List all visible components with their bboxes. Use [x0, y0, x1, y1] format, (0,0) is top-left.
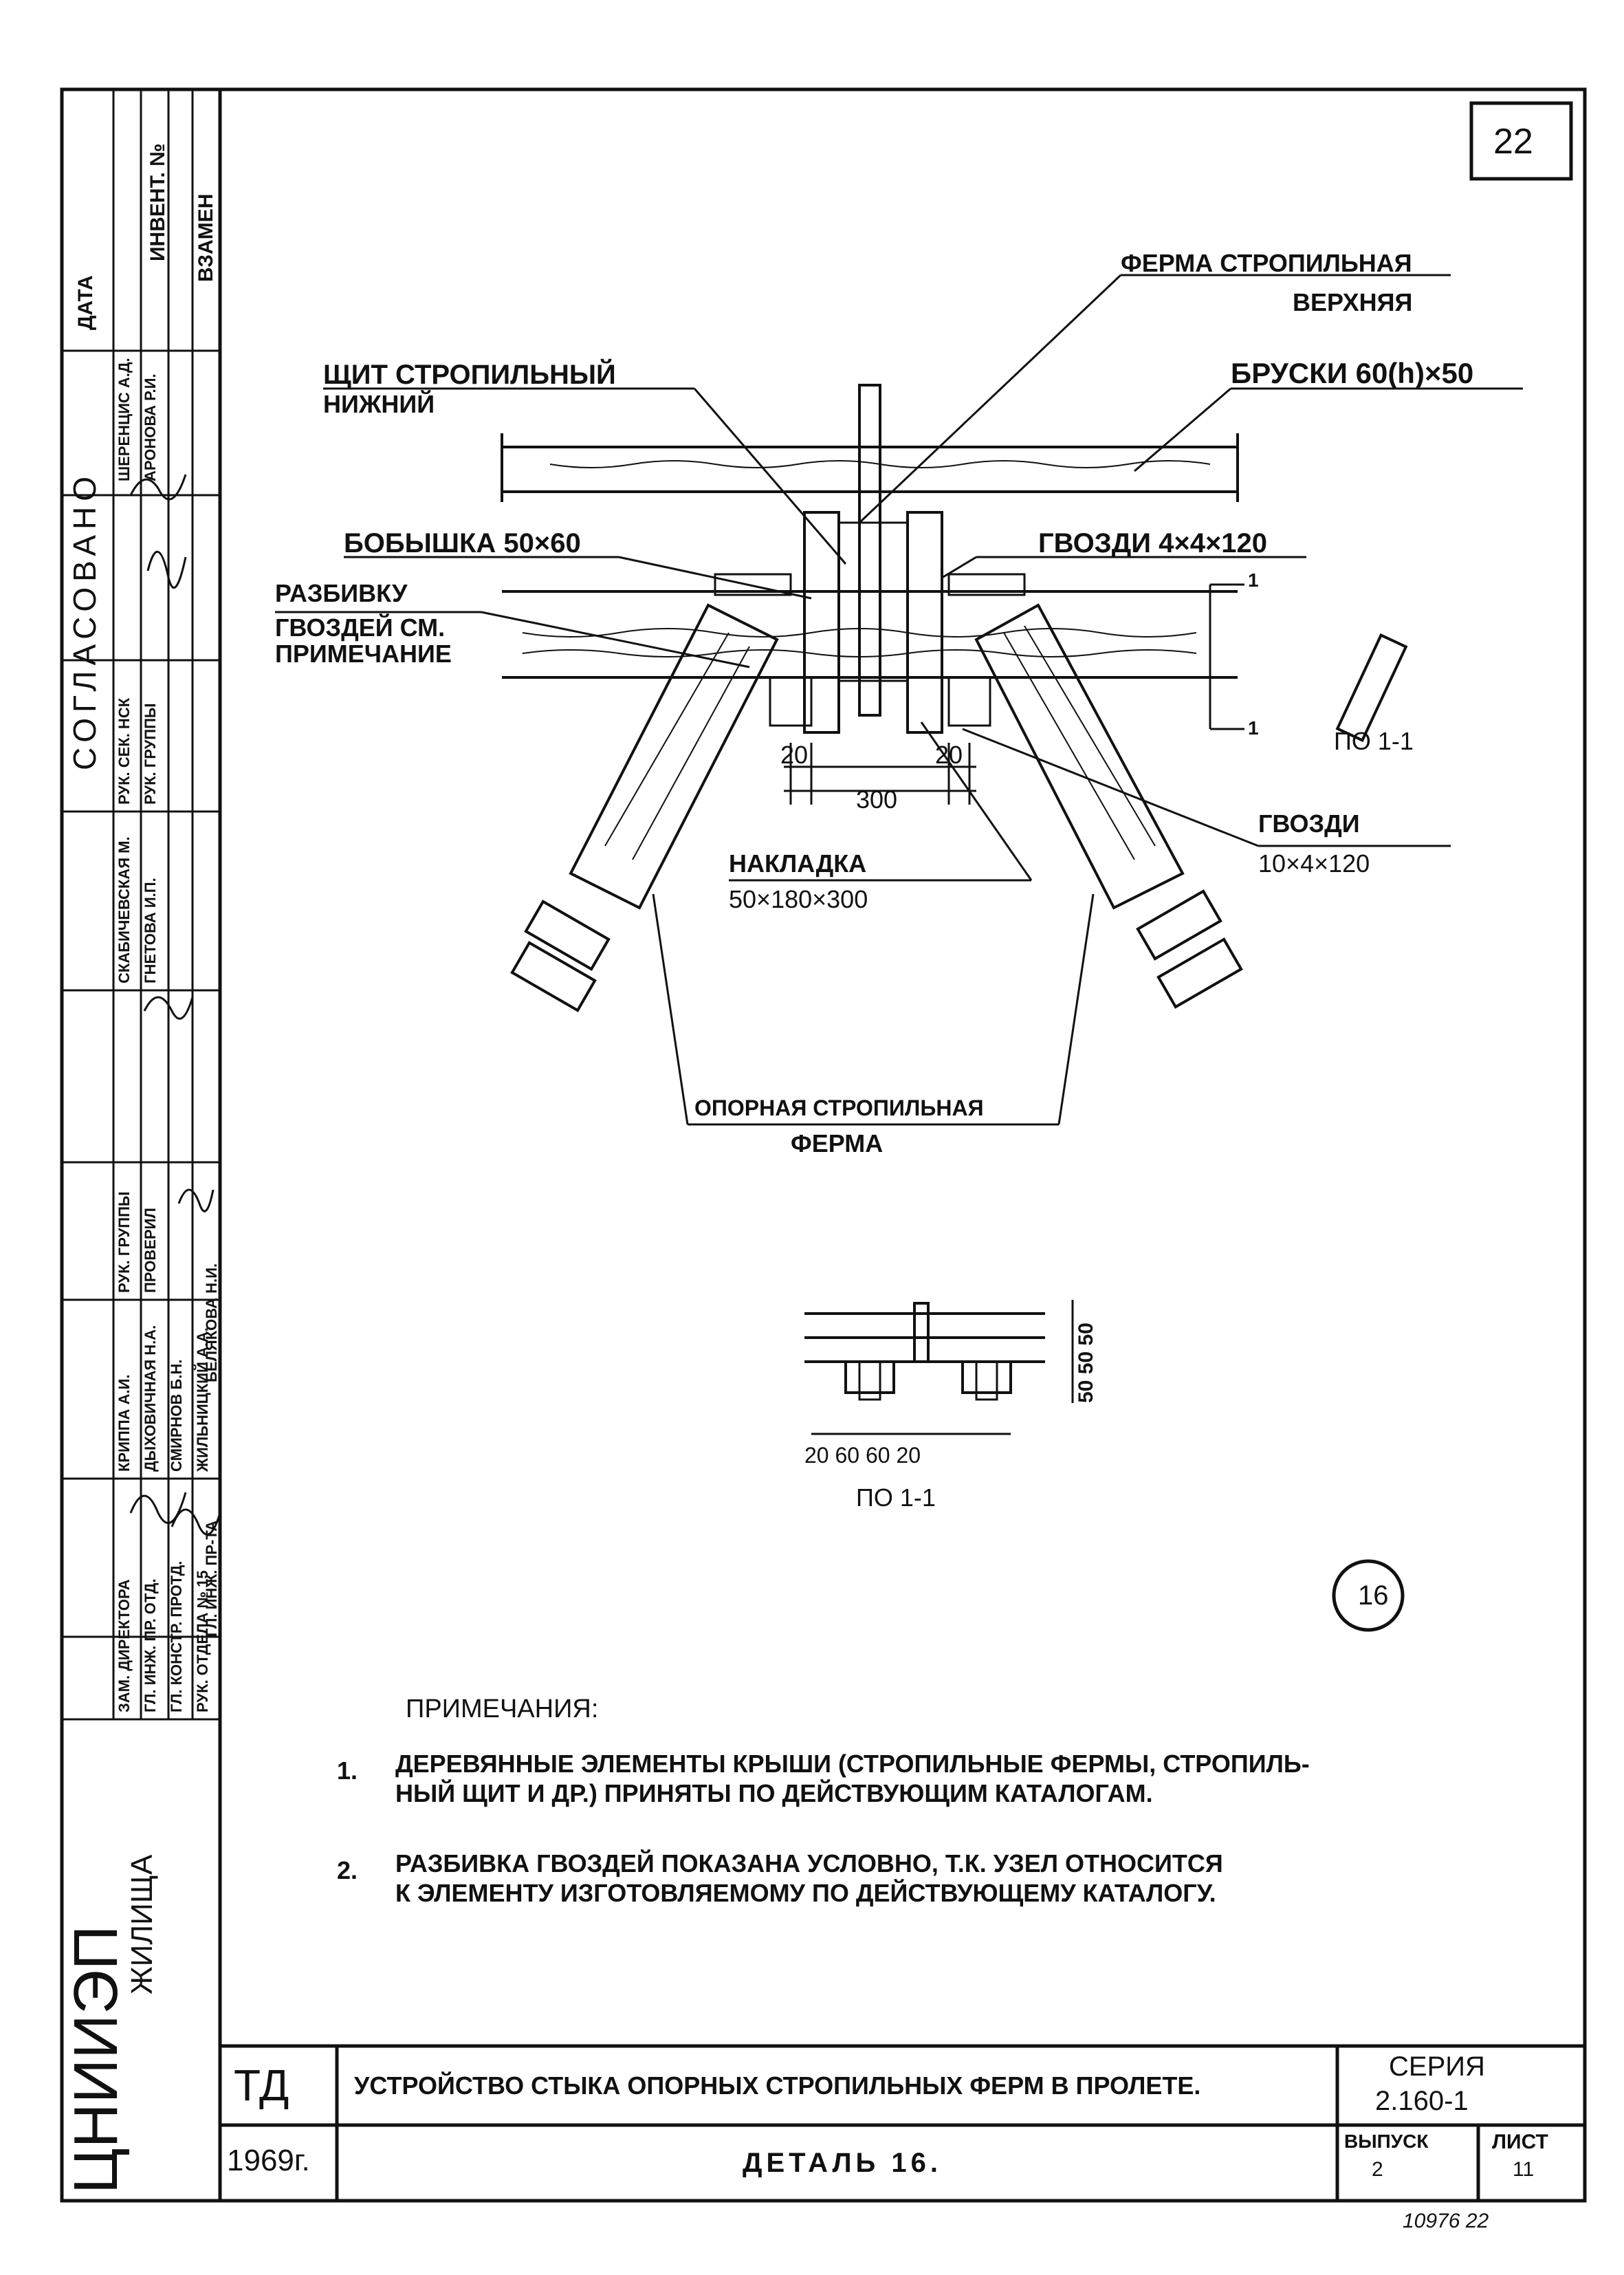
- label-section-ref-right: ПО 1-1: [1334, 727, 1414, 755]
- sheet-number-box: [1469, 101, 1573, 181]
- upper-truss-post: [858, 384, 881, 717]
- note-1-line2: НЫЙ ЩИТ И ДР.) ПРИНЯТЫ ПО ДЕЙСТВУЮЩИМ КА…: [395, 1779, 1153, 1807]
- label-layout-line3: ПРИМЕЧАНИЕ: [275, 640, 452, 668]
- label-overlay-line2: 50×180×300: [729, 885, 868, 913]
- small-section-dims-side: 50 50 50: [1075, 1322, 1097, 1403]
- stamp-role-12: ПРОВЕРИЛ: [142, 1208, 159, 1293]
- sheet-value: 11: [1513, 2158, 1535, 2181]
- cut-line-1-1: [1209, 583, 1244, 730]
- label-support-line1: ОПОРНАЯ СТРОПИЛЬНАЯ: [694, 1096, 984, 1120]
- signatures: [129, 474, 221, 1536]
- leader-lines: [275, 274, 1523, 1126]
- section-sketch-left: [510, 900, 611, 1012]
- note-2-num: 2.: [337, 1856, 358, 1884]
- cut-mark-top: 1: [1248, 569, 1259, 591]
- stamp-role-5: ГЛ. ИНЖ. ПР-ТА: [203, 1520, 220, 1637]
- stamp-vzamen-col: ВЗАМЕН: [195, 193, 217, 282]
- overlay-blocks: [714, 511, 1026, 734]
- stamp-role-2: ГЛ. ИНЖ. ПР. ОТД.: [142, 1578, 159, 1712]
- section-sketch-right: [1136, 889, 1243, 1009]
- label-layout-line1: РАЗБИВКУ: [275, 579, 408, 607]
- small-section-drawing: [804, 1300, 1074, 1435]
- label-shield-line2: НИЖНИЙ: [323, 390, 435, 418]
- stamp-role-11: РУК. ГРУППЫ: [116, 1191, 133, 1293]
- title-block-lines: [220, 2044, 1585, 2201]
- title-code: ТД: [234, 2060, 289, 2110]
- title-year: 1969г.: [227, 2144, 310, 2177]
- lower-shield: [502, 590, 1238, 679]
- label-truss-upper-line1: ФЕРМА СТРОПИЛЬНАЯ: [1121, 249, 1412, 277]
- dim-20-right: 20: [935, 741, 963, 769]
- detail-number: 16: [1358, 1580, 1389, 1611]
- sheet-frame: [60, 87, 1587, 2203]
- stamp-role-16: РУК. ГРУППЫ: [142, 703, 159, 805]
- section-sketch-cut: [1335, 633, 1408, 743]
- dim-300: 300: [856, 785, 898, 814]
- stamp-role-8: СМИРНОВ Б.Н.: [168, 1359, 185, 1472]
- note-1-line1: ДЕРЕВЯННЫЕ ЭЛЕМЕНТЫ КРЫШИ (СТРОПИЛЬНЫЕ Ф…: [395, 1750, 1310, 1778]
- stamp-role-1: ЗАМ. ДИРЕКТОРА: [116, 1579, 133, 1712]
- title-detail: ДЕТАЛЬ 16.: [743, 2148, 942, 2178]
- label-boss: БОБЫШКА 50×60: [344, 528, 581, 558]
- sheet-number: 22: [1493, 122, 1533, 162]
- note-1-num: 1.: [337, 1756, 358, 1785]
- note-2-line1: РАЗБИВКА ГВОЗДЕЙ ПОКАЗАНА УСЛОВНО, Т.К. …: [395, 1849, 1223, 1877]
- stamp-inv-col: ИНВЕНТ. №: [146, 143, 169, 261]
- stamp-org: ЦНИИЭП: [62, 1925, 131, 2194]
- stamp-data-col: ДАТА: [74, 275, 97, 330]
- support-truss-left: [569, 603, 779, 910]
- sheet-label: ЛИСТ: [1492, 2131, 1548, 2153]
- dimension-chain: [784, 743, 976, 805]
- small-section-title: ПО 1-1: [856, 1483, 936, 1512]
- stamp-role-15: РУК. СЕК. НСК: [116, 697, 133, 805]
- label-support-line2: ФЕРМА: [791, 1129, 884, 1157]
- stamp-agreed: СОГЛАСОВАНО: [67, 471, 102, 770]
- detail-number-circle: [1332, 1559, 1405, 1632]
- issue-value: 2: [1372, 2158, 1383, 2181]
- stamp-role-13: СКАБИЧЕВСКАЯ М.: [116, 836, 133, 983]
- series-value: 2.160-1: [1375, 2086, 1469, 2116]
- stamp-role-7: ДЫХОВИЧНАЯ Н.А.: [142, 1325, 159, 1472]
- issue-label: ВЫПУСК: [1344, 2131, 1429, 2152]
- stamp-role-3: ГЛ. КОНСТР. ПРОТД.: [168, 1560, 185, 1712]
- stamp-role-18: АРОНОВА Р.И.: [142, 373, 159, 481]
- label-truss-upper-line2: ВЕРХНЯЯ: [1293, 288, 1413, 316]
- stamp-role-14: ГНЕТОВА И.П.: [142, 878, 159, 983]
- small-section-dims-bottom: 20 60 60 20: [804, 1443, 921, 1468]
- title-main: УСТРОЙСТВО СТЫКА ОПОРНЫХ СТРОПИЛЬНЫХ ФЕР…: [354, 2071, 1201, 2100]
- stamp-role-10: БЕЛЯКОВА Н.И.: [203, 1263, 220, 1382]
- label-nails-right-line2: 10×4×120: [1258, 849, 1370, 878]
- note-2-line2: К ЭЛЕМЕНТУ ИЗГОТОВЛЯЕМОМУ ПО ДЕЙСТВУЮЩЕМ…: [395, 1879, 1216, 1907]
- series-label: СЕРИЯ: [1389, 2051, 1485, 2082]
- label-layout-line2: ГВОЗДЕЙ СМ.: [275, 613, 446, 642]
- stamp-role-6: КРИППА А.И.: [116, 1374, 133, 1472]
- stamp-role-17: ШЕРЕНЦИС А.Д.: [116, 358, 133, 481]
- stamp-org-suffix: ЖИЛИЩА: [125, 1854, 159, 1994]
- notes-title: ПРИМЕЧАНИЯ:: [406, 1695, 599, 1723]
- label-shield-line1: ЩИТ СТРОПИЛЬНЫЙ: [323, 360, 616, 390]
- label-nails-top: ГВОЗДИ 4×4×120: [1038, 528, 1268, 558]
- inventory-number: 10976 22: [1403, 2210, 1489, 2232]
- support-truss-right: [974, 603, 1185, 910]
- cut-mark-bottom: 1: [1248, 717, 1259, 739]
- label-bars: БРУСКИ 60(h)×50: [1231, 357, 1474, 389]
- dim-20-left: 20: [780, 741, 809, 769]
- side-stamp-lines: [62, 89, 220, 1721]
- upper-shield: [501, 433, 1239, 502]
- label-nails-right-line1: ГВОЗДИ: [1258, 809, 1360, 838]
- label-overlay-line1: НАКЛАДКА: [729, 849, 867, 878]
